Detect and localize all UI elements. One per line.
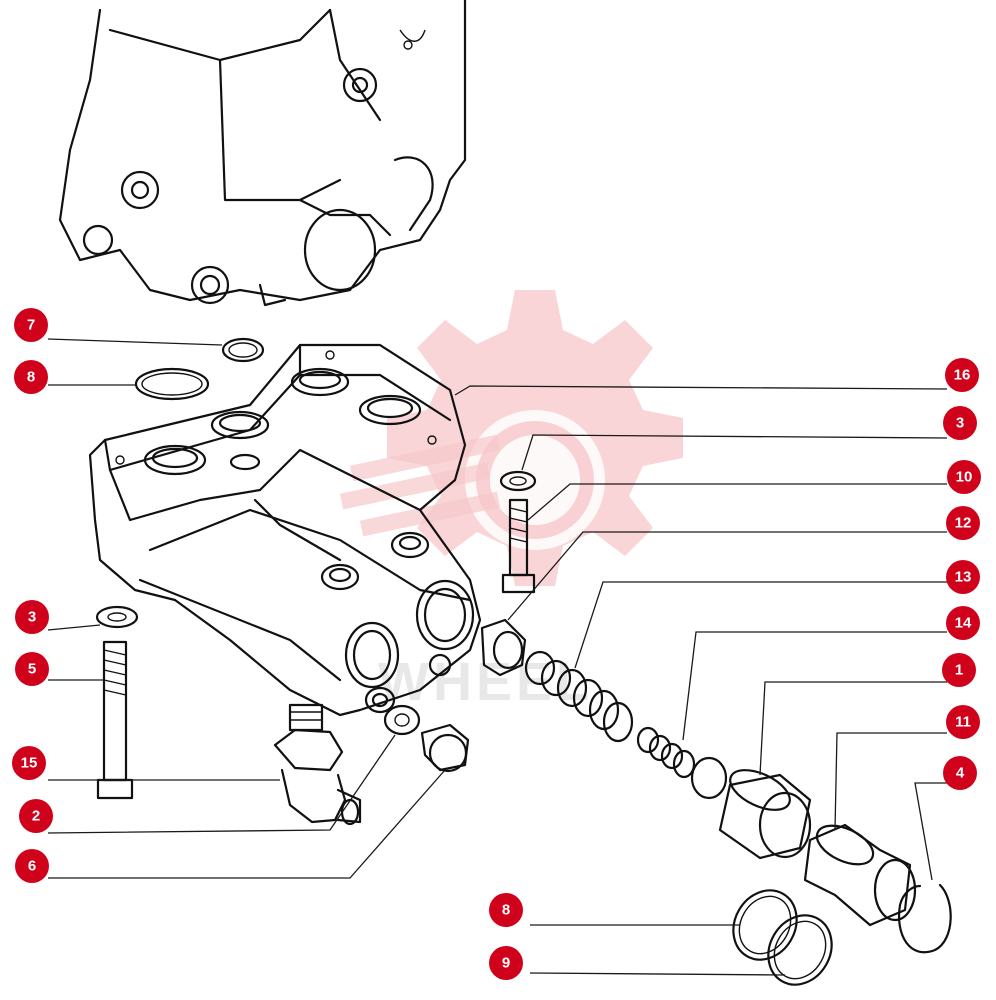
callout-label: 14 bbox=[955, 615, 972, 632]
callout-1: 1 bbox=[942, 653, 976, 687]
callout-3: 3 bbox=[943, 406, 977, 440]
leader-lines bbox=[47, 338, 948, 976]
callout-12: 12 bbox=[946, 506, 980, 540]
callout-15: 15 bbox=[12, 746, 46, 780]
callout-label: 13 bbox=[955, 569, 972, 586]
o-ring-seal-large bbox=[134, 367, 210, 401]
plunger-cap bbox=[480, 618, 527, 677]
callout-13: 13 bbox=[946, 560, 980, 594]
callout-label: 12 bbox=[955, 515, 972, 532]
upper-housing bbox=[58, 0, 467, 307]
callout-11: 11 bbox=[946, 705, 980, 739]
callout-9: 9 bbox=[489, 946, 523, 980]
watermark-gear-logo bbox=[339, 290, 683, 586]
callout-label: 10 bbox=[956, 469, 973, 486]
callout-label: 2 bbox=[32, 808, 40, 825]
washer-and-bolt-left bbox=[95, 605, 139, 800]
callout-label: 3 bbox=[28, 609, 36, 626]
callout-7: 7 bbox=[14, 308, 48, 342]
circlip bbox=[897, 883, 952, 954]
elbow-fitting bbox=[273, 703, 362, 826]
small-spring bbox=[636, 726, 728, 800]
hex-plug bbox=[420, 723, 470, 773]
callout-label: 9 bbox=[502, 955, 510, 972]
callout-label: 8 bbox=[502, 902, 510, 919]
callout-label: 1 bbox=[955, 662, 963, 679]
callout-10: 10 bbox=[947, 460, 981, 494]
callout-3: 3 bbox=[15, 600, 49, 634]
large-spring bbox=[524, 650, 634, 743]
callout-16: 16 bbox=[945, 358, 979, 392]
callout-label: 11 bbox=[955, 714, 971, 731]
piston bbox=[803, 823, 917, 927]
o-ring-lower-b bbox=[767, 914, 833, 986]
washer-and-bolt-center bbox=[499, 470, 537, 594]
callout-14: 14 bbox=[946, 606, 980, 640]
sealing-washer bbox=[383, 704, 421, 736]
spool-sleeve bbox=[718, 769, 812, 860]
o-ring-seal-small bbox=[221, 337, 265, 363]
callout-label: 16 bbox=[954, 367, 971, 384]
valve-body bbox=[88, 343, 482, 717]
callout-8: 8 bbox=[14, 360, 48, 394]
callout-6: 6 bbox=[15, 849, 49, 883]
callout-2: 2 bbox=[19, 799, 53, 833]
callout-8: 8 bbox=[489, 893, 523, 927]
callout-label: 3 bbox=[956, 415, 964, 432]
callout-label: 15 bbox=[21, 755, 38, 772]
callout-5: 5 bbox=[15, 652, 49, 686]
o-ring-lower-a bbox=[732, 889, 798, 961]
callout-label: 6 bbox=[28, 858, 36, 875]
callout-label: 8 bbox=[27, 369, 35, 386]
callout-label: 7 bbox=[27, 317, 35, 334]
callout-label: 4 bbox=[956, 765, 965, 782]
callout-4: 4 bbox=[943, 756, 977, 790]
callout-label: 5 bbox=[28, 661, 36, 678]
